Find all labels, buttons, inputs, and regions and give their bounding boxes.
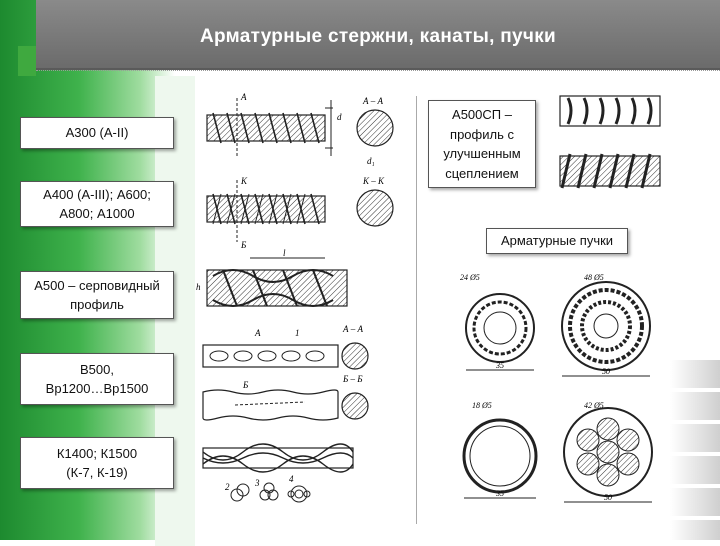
label-b500: В500, Вр1200…Вр1500 xyxy=(20,353,174,405)
title-bar: Арматурные стержни, канаты, пучки xyxy=(36,0,720,70)
mark-sec-aa2: А – А xyxy=(342,324,363,334)
mark-a-top: А xyxy=(240,92,247,102)
label-k1400-line1: К1400; К1500 xyxy=(56,445,138,461)
bundle-4: 42 Ø5 50 xyxy=(563,401,653,503)
bundle-2-bottom-label: 50 xyxy=(602,367,610,376)
label-a300: А300 (А-II) xyxy=(20,117,174,149)
label-b500-line1: В500, xyxy=(80,361,114,377)
bar-a500sp-drawing-2 xyxy=(559,153,661,189)
mark-l: l xyxy=(283,248,286,258)
mark-4: 4 xyxy=(289,474,294,484)
mark-b-bp: Б xyxy=(242,380,249,390)
label-a500-line1: А500 – серповидный xyxy=(34,277,160,293)
decor-square-1 xyxy=(670,360,720,388)
label-k1400-line2: (К-7, К-19) xyxy=(66,465,128,480)
bundle-1: 24 Ø5 35 xyxy=(460,273,535,371)
decor-square-2 xyxy=(670,392,720,420)
bundle-1-bottom-label: 35 xyxy=(495,361,504,370)
label-a500-line2: профиль xyxy=(70,297,124,312)
label-a400-line2: А800; А1000 xyxy=(59,206,135,221)
mark-sec-aa: А – А xyxy=(362,96,383,106)
mark-b-bottom: Б xyxy=(240,240,247,250)
label-a500sp: А500СП – профиль с улучшенным сцеплением xyxy=(428,100,536,188)
mark-d1: d xyxy=(337,112,342,122)
mark-1: 1 xyxy=(295,328,300,338)
rope-drawing: 2 3 4 xyxy=(202,443,354,503)
bundle-drawings: 24 Ø5 35 48 Ø5 50 18 Ø5 35 42 Ø5 50 xyxy=(460,95,661,503)
page-title: Арматурные стержни, канаты, пучки xyxy=(199,26,557,47)
mark-a-b500: А xyxy=(254,328,261,338)
decor-square-3 xyxy=(670,424,720,452)
mark-2: 2 xyxy=(225,482,230,492)
bar-b500-drawing: А 1 А – А xyxy=(202,324,369,370)
rebar-drawings: А d А – А d₁ К Б К – К l h xyxy=(196,92,394,503)
bundle-3: 18 Ø5 35 xyxy=(462,401,538,499)
decor-square-5 xyxy=(670,488,720,516)
mark-3: 3 xyxy=(254,478,260,488)
decor-square-4 xyxy=(670,456,720,484)
bar-a500sp-drawing-1 xyxy=(559,95,661,127)
bar-a500-drawing: l h xyxy=(196,248,348,307)
bar-bp-drawing: Б Б – Б xyxy=(202,374,369,421)
column-divider xyxy=(416,96,417,524)
label-a300-text: А300 (А-II) xyxy=(65,125,129,141)
bar-a400-drawing: К Б К – К xyxy=(206,176,394,250)
bundle-3-bottom-label: 35 xyxy=(495,489,504,498)
bundle-4-bottom-label: 50 xyxy=(604,493,612,502)
label-k1400: К1400; К1500 (К-7, К-19) xyxy=(20,437,174,489)
label-a400: А400 (А-III); А600; А800; А1000 xyxy=(20,181,174,227)
bundle-3-top-label: 18 Ø5 xyxy=(472,401,492,410)
label-b500-line2: Вр1200…Вр1500 xyxy=(45,381,149,396)
bundle-1-top-label: 24 Ø5 xyxy=(460,273,480,282)
decor-square-6 xyxy=(670,520,720,540)
bundle-4-top-label: 42 Ø5 xyxy=(584,401,604,410)
left-accent-strip xyxy=(18,46,36,76)
label-a500sp-line1: А500СП – xyxy=(452,107,512,122)
bundle-2: 48 Ø5 50 xyxy=(561,273,651,377)
mark-sec-bb: Б – Б xyxy=(342,374,363,384)
mark-d1-a300: d₁ xyxy=(367,156,375,166)
mark-sec-kk: К – К xyxy=(362,176,385,186)
label-a500sp-line2: профиль с xyxy=(450,126,514,142)
bundle-2-top-label: 48 Ø5 xyxy=(584,273,604,282)
label-a500sp-line4: сцеплением xyxy=(445,165,519,181)
label-bundles-text: Арматурные пучки xyxy=(500,233,614,249)
mark-k-top: К xyxy=(240,176,248,186)
label-a400-line1: А400 (А-III); А600; xyxy=(43,186,151,202)
title-divider xyxy=(36,70,720,71)
bar-a300-drawing: А d А – А d₁ xyxy=(206,92,394,166)
label-a500: А500 – серповидный профиль xyxy=(20,271,174,319)
label-bundles: Арматурные пучки xyxy=(486,228,628,254)
mark-h: h xyxy=(196,282,201,292)
label-a500sp-line3: улучшенным xyxy=(443,146,521,161)
